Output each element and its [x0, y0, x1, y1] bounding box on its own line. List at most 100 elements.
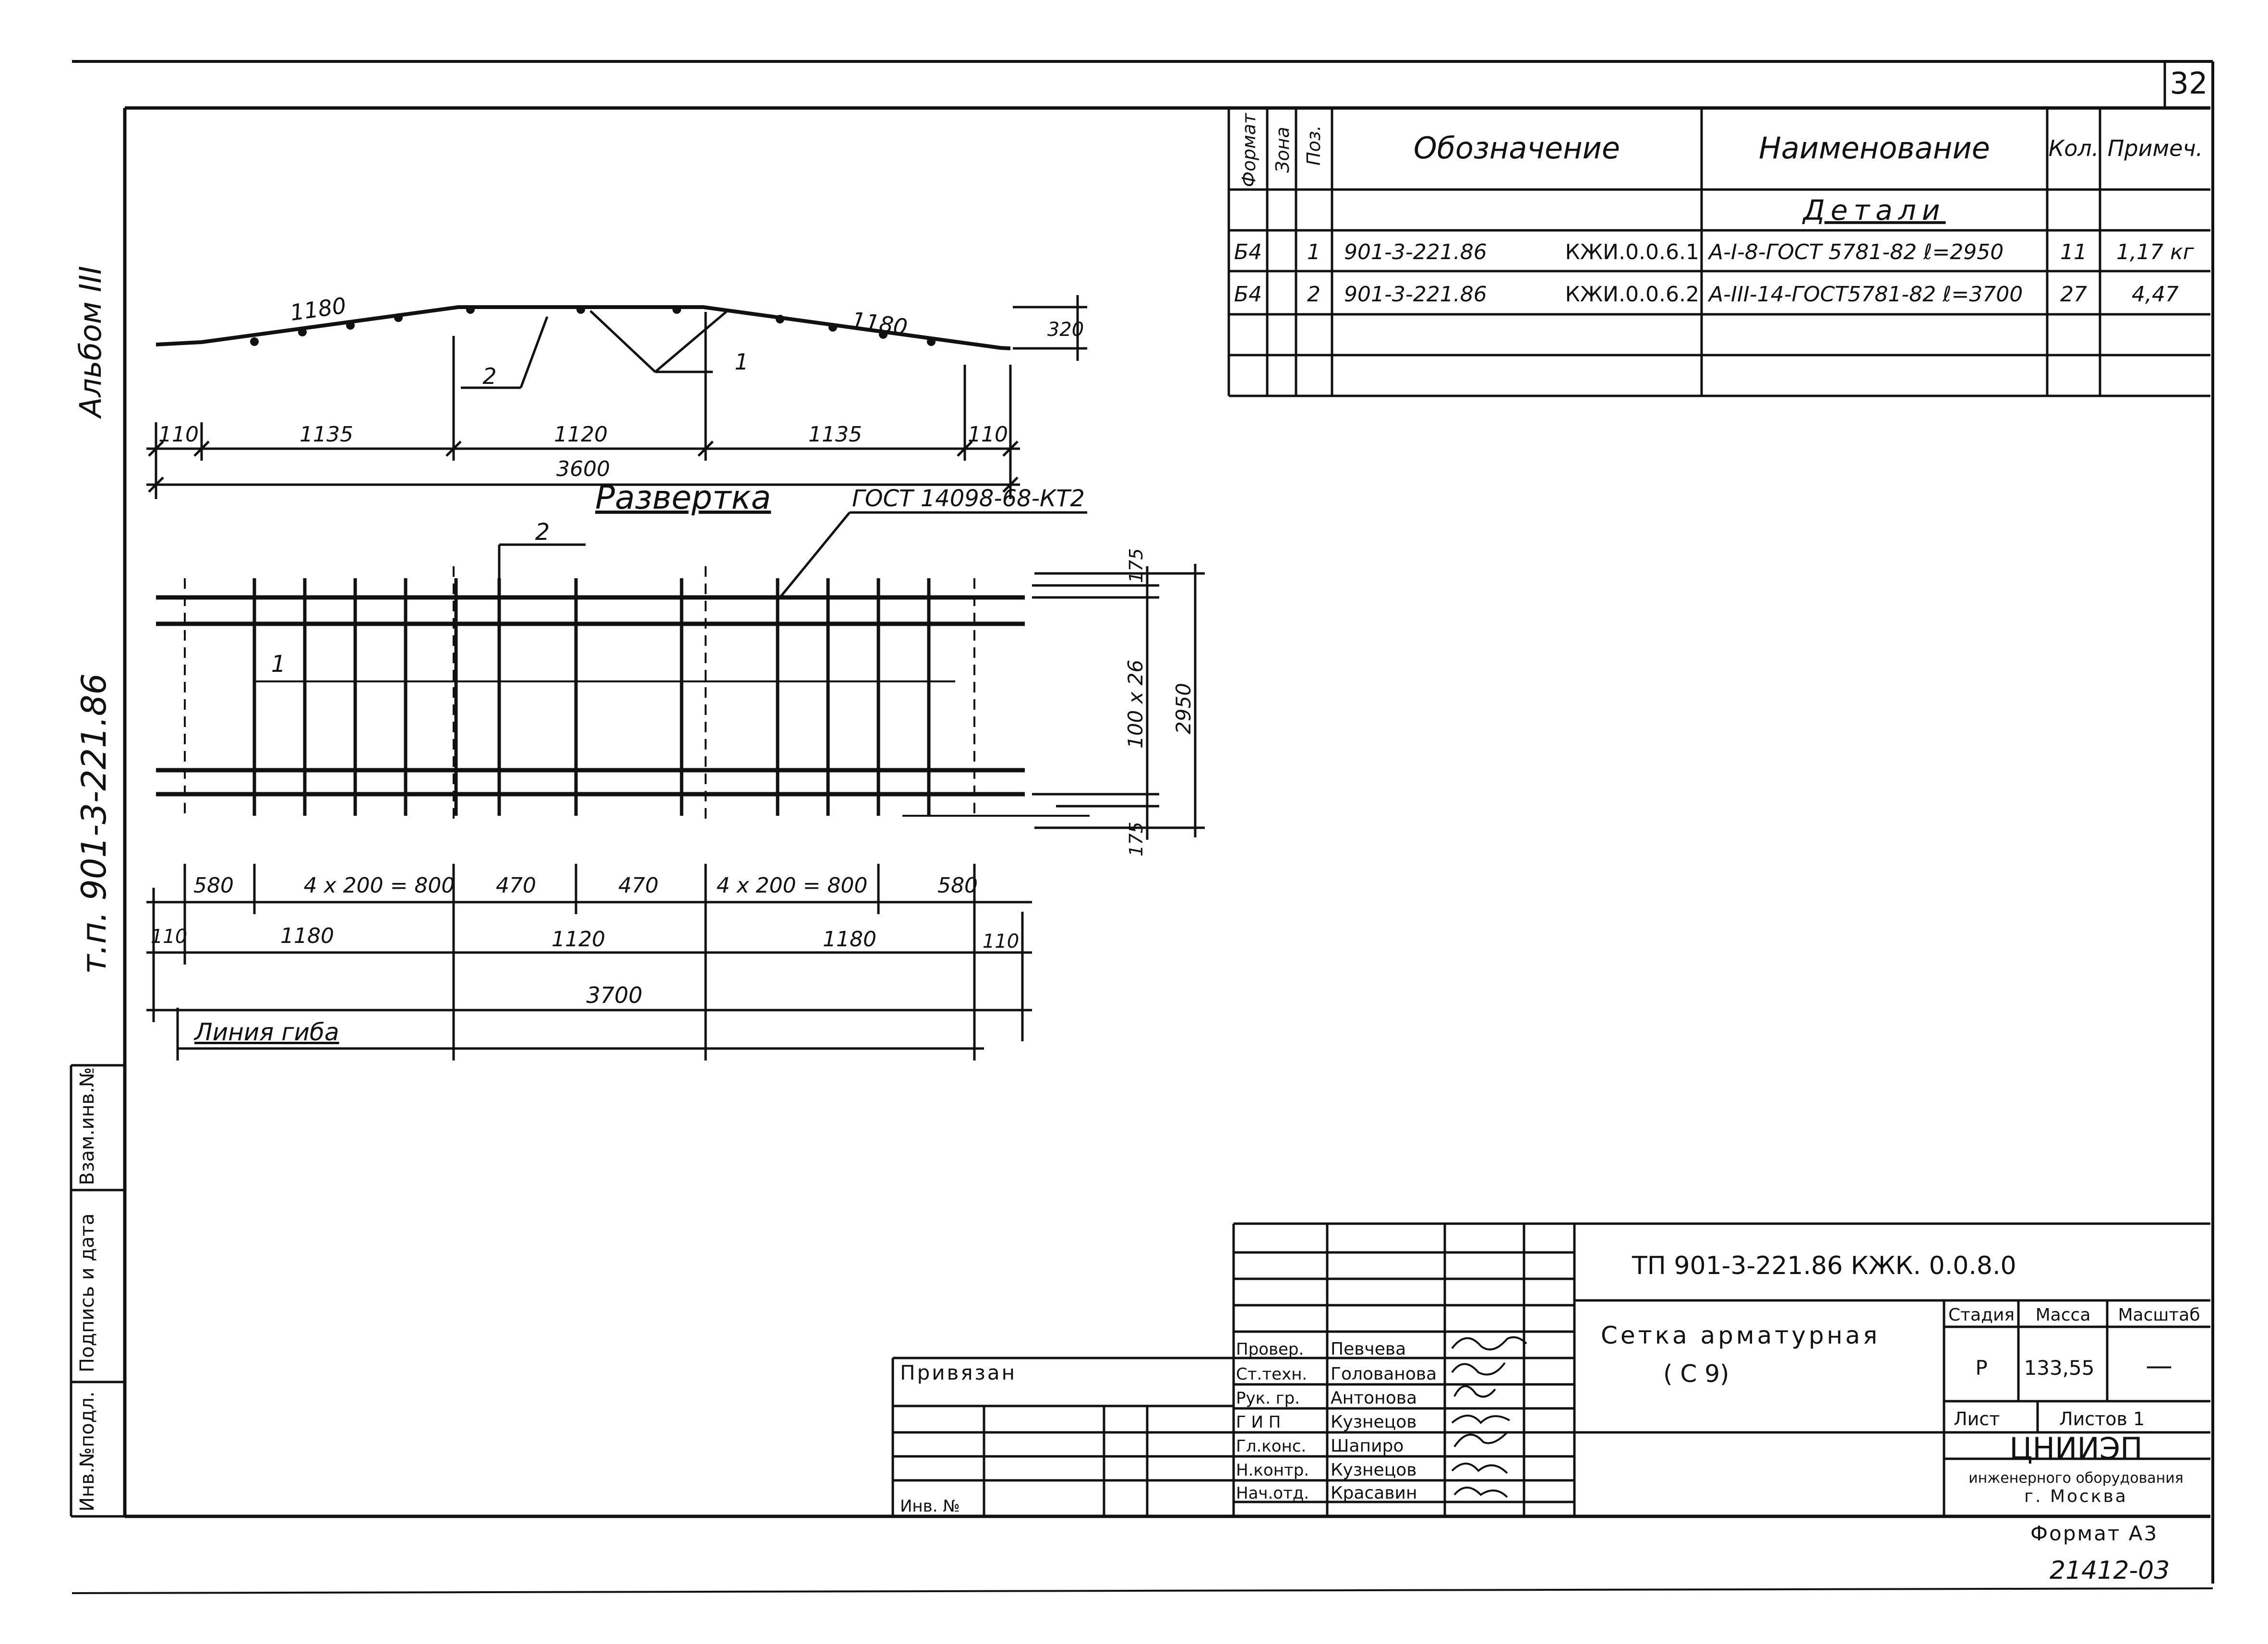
- tb-inv: Инв. №: [900, 1497, 960, 1516]
- profile-dim-right: 1180: [850, 307, 909, 340]
- profile-height: 320: [1047, 319, 1084, 341]
- spec-row-2: Б4 2 901-3-221.86 КЖИ.0.0.6.2 А-III-14-Г…: [1234, 282, 2179, 307]
- row2-note: 4,47: [2132, 282, 2179, 307]
- row1-note: 1,17 кг: [2116, 240, 2195, 264]
- name-6: Кузнецов: [1331, 1460, 1416, 1480]
- tb-stage: Р: [1975, 1356, 1987, 1380]
- dev-r2-5: 110: [983, 930, 1019, 953]
- tb-bound: Привязан: [900, 1361, 1017, 1384]
- profile-view: 1180 1180 320 2 1 110 1135 1120 1135 110…: [146, 292, 1087, 499]
- name-1: Певчева: [1331, 1339, 1406, 1359]
- tb-roles: Провер. Ст.техн. Рук. гр. Г И П Гл.конс.…: [1236, 1340, 1309, 1503]
- profile-d2: 1135: [300, 422, 353, 447]
- tb-org-sub: инженерного оборудования: [1968, 1470, 2184, 1487]
- profile-pos-2: 2: [482, 363, 496, 389]
- stamp-repl-inv: Взам.инв.№: [76, 1067, 98, 1185]
- album-label: Альбом III: [73, 266, 108, 419]
- tb-product: Сетка арматурная: [1601, 1322, 1880, 1349]
- row2-name: А-III-14-ГОСТ5781-82 ℓ=3700: [1707, 282, 2023, 307]
- name-2: Голованова: [1331, 1364, 1437, 1384]
- row2-code: КЖИ.0.0.6.2: [1565, 282, 1699, 307]
- dev-dim-2950: 2950: [1172, 683, 1195, 734]
- tb-org: ЦНИИЭП: [2009, 1431, 2142, 1466]
- tb-sheets-h: Листов 1: [2059, 1408, 2145, 1430]
- dev-dim-175-top: 175: [1126, 548, 1147, 583]
- profile-bars: [250, 305, 936, 346]
- dev-bend-line: Линия гиба: [193, 1018, 339, 1046]
- name-7: Красавин: [1331, 1483, 1417, 1503]
- row2-doc: 901-3-221.86: [1344, 282, 1487, 307]
- transverse-bars: [252, 578, 931, 816]
- role-2: Ст.техн.: [1236, 1365, 1307, 1384]
- role-5: Гл.конс.: [1236, 1437, 1306, 1456]
- dev-r1-1: 580: [193, 873, 234, 898]
- stamp-sign-date: Подпись и дата: [76, 1214, 98, 1372]
- hdr-pos: Поз.: [1303, 125, 1324, 166]
- row2-format: Б4: [1234, 282, 1262, 307]
- hdr-zone: Зона: [1272, 127, 1293, 173]
- dev-r1-2: 4 х 200 = 800: [304, 873, 455, 898]
- bottom-number: 21412-03: [2050, 1556, 2170, 1585]
- dev-pos-1: 1: [271, 651, 286, 678]
- hdr-name: Наименование: [1759, 131, 1990, 166]
- hdr-qty: Кол.: [2049, 135, 2099, 161]
- row1-doc: 901-3-221.86: [1344, 240, 1487, 264]
- profile-d3: 1120: [554, 422, 608, 447]
- side-labels: Альбом III т.п. 901-3-221.86 Инв.№подл. …: [70, 266, 125, 1518]
- row2-pos: 2: [1307, 282, 1320, 307]
- dev-r2-4: 1180: [823, 927, 876, 952]
- tb-product-sub: ( С 9): [1663, 1360, 1729, 1388]
- tb-mass-h: Масса: [2036, 1305, 2091, 1325]
- dev-r1-3: 470: [496, 873, 536, 898]
- tb-city: г. Москва: [2024, 1487, 2128, 1506]
- tb-sheet-h: Лист: [1954, 1408, 2000, 1430]
- name-4: Кузнецов: [1331, 1412, 1416, 1432]
- title-block: ТП 901-3-221.86 КЖК. 0.0.8.0 Сетка армат…: [891, 1222, 2210, 1516]
- dev-r2-3: 1120: [552, 927, 605, 952]
- dev-dim-pitch: 100 х 26: [1124, 660, 1147, 749]
- tb-scale: —: [2146, 1350, 2172, 1382]
- spec-row-1: Б4 1 901-3-221.86 КЖИ.0.0.6.1 А-I-8-ГОСТ…: [1234, 240, 2195, 264]
- tb-mass: 133,55: [2024, 1356, 2095, 1380]
- dev-pos-2: 2: [535, 519, 550, 546]
- hdr-designation: Обозначение: [1414, 131, 1620, 166]
- role-7: Нач.отд.: [1236, 1484, 1309, 1503]
- row1-format: Б4: [1234, 240, 1262, 264]
- row1-name: А-I-8-ГОСТ 5781-82 ℓ=2950: [1707, 240, 2004, 264]
- dev-title: Развертка: [595, 479, 771, 517]
- format-label: Формат А3: [2030, 1522, 2158, 1545]
- longitudinal-bars: [156, 595, 1025, 797]
- hdr-format: Формат: [1238, 112, 1260, 187]
- role-1: Провер.: [1236, 1340, 1304, 1359]
- row1-qty: 11: [2060, 240, 2087, 264]
- name-3: Антонова: [1331, 1388, 1417, 1408]
- development-view: Развертка ГОСТ 14098-68-КТ2 2 1: [146, 479, 1205, 1060]
- profile-d5: 110: [968, 422, 1008, 447]
- hdr-note: Примеч.: [2108, 135, 2203, 161]
- dev-r1-6: 580: [937, 873, 978, 898]
- spec-table: Формат Зона Поз. Обозначение Наименовани…: [1227, 108, 2210, 397]
- row1-pos: 1: [1307, 240, 1320, 264]
- sheet-number: 32: [2170, 66, 2208, 101]
- project-label: т.п. 901-3-221.86: [74, 673, 114, 974]
- profile-d1: 110: [158, 422, 199, 447]
- dev-r1-4: 470: [618, 873, 659, 898]
- tb-designation: ТП 901-3-221.86 КЖК. 0.0.8.0: [1632, 1251, 2016, 1280]
- dev-total: 3700: [586, 982, 642, 1008]
- dev-r1-5: 4 х 200 = 800: [717, 873, 868, 898]
- tb-scale-h: Масштаб: [2118, 1305, 2200, 1325]
- frame: [72, 60, 2214, 1594]
- tb-stage-h: Стадия: [1948, 1305, 2015, 1325]
- stamp-inv-orig: Инв.№подл.: [76, 1391, 98, 1512]
- profile-d4: 1135: [808, 422, 862, 447]
- tb-names: Певчева Голованова Антонова Кузнецов Шап…: [1331, 1339, 1437, 1503]
- role-3: Рук. гр.: [1236, 1389, 1300, 1408]
- name-5: Шапиро: [1331, 1436, 1404, 1456]
- spec-section: Детали: [1801, 194, 1945, 226]
- signatures: [1451, 1336, 1527, 1498]
- dev-r2-1: 110: [151, 926, 187, 948]
- dev-r2-2: 1180: [280, 924, 334, 948]
- profile-dim-left: 1180: [288, 292, 348, 326]
- row1-code: КЖИ.0.0.6.1: [1565, 240, 1699, 264]
